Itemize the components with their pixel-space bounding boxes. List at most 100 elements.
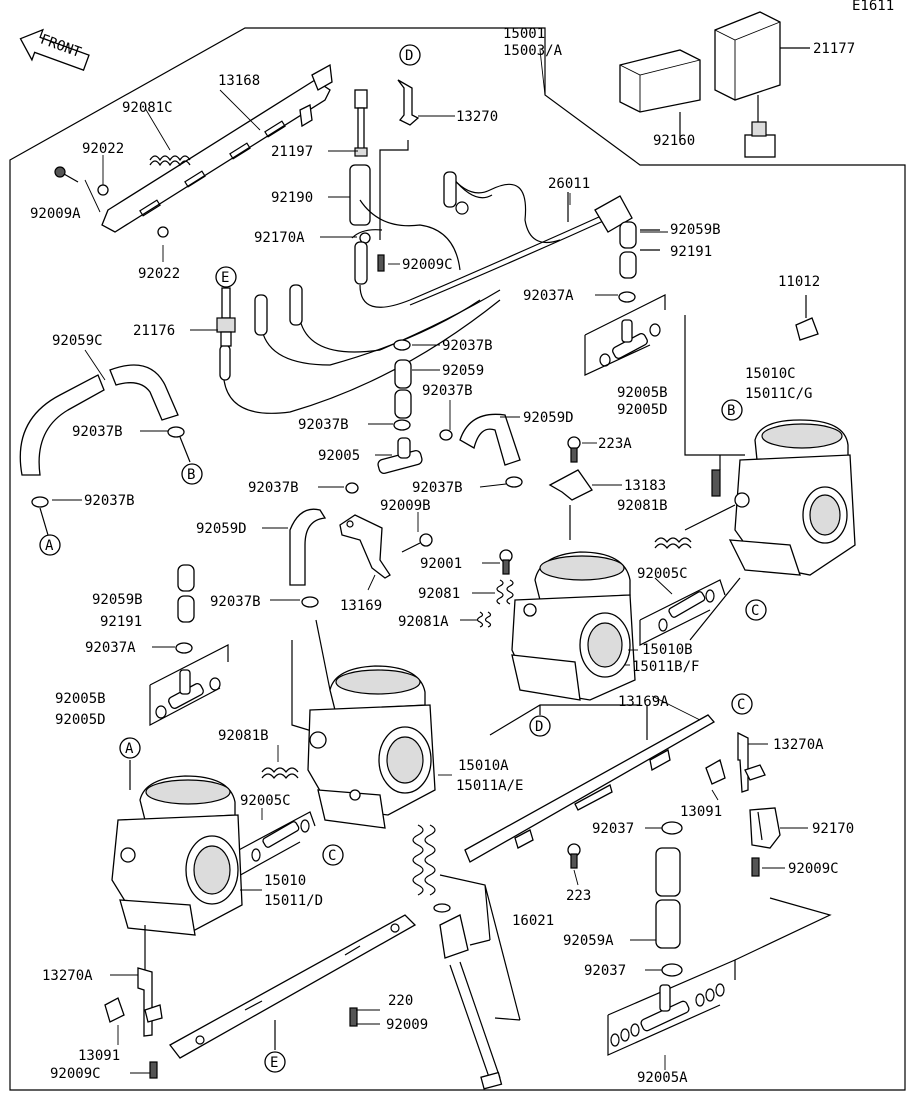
label-15010B: 15010B <box>642 642 693 658</box>
diagram-id: E1611 <box>852 0 894 14</box>
label-15011AE: 15011A/E <box>456 778 523 794</box>
hose-92190 <box>349 164 371 226</box>
bracket-13270A-left <box>137 967 163 1037</box>
clip-92170 <box>749 807 781 849</box>
label-92037B-left: 92037B <box>72 424 123 440</box>
tee-92005B-right <box>599 319 661 367</box>
label-15010C: 15010C <box>745 366 796 382</box>
bracket-13270 <box>397 79 420 126</box>
label-92081B-left: 92081B <box>218 728 269 744</box>
label-92037B-left2: 92037B <box>84 493 135 509</box>
label-92081: 92081 <box>418 586 460 602</box>
label-92081C: 92081C <box>122 100 173 116</box>
label-92009: 92009 <box>386 1017 428 1033</box>
label-92160: 92160 <box>653 133 695 149</box>
screw-92009C-left <box>149 1061 158 1079</box>
screw-92009C-top <box>377 254 385 272</box>
carburetor-15010B <box>511 551 636 701</box>
label-92009B: 92009B <box>380 498 431 514</box>
carburetor-15010C <box>711 419 856 576</box>
valve-21197 <box>354 89 368 157</box>
label-92009A: 92009A <box>30 206 81 222</box>
svg-text:C: C <box>751 603 759 619</box>
assembly-outline <box>9 27 906 1091</box>
cap-11012 <box>795 317 819 341</box>
spring-92081B-left <box>261 767 299 779</box>
label-92005C-left: 92005C <box>240 793 291 809</box>
label-92037A-right: 92037A <box>523 288 574 304</box>
clip-92170A <box>351 229 383 239</box>
label-92005: 92005 <box>318 448 360 464</box>
label-92037B-3: 92037B <box>298 417 349 433</box>
clamp-92037B-4 <box>505 476 523 488</box>
hose-92191-left <box>177 595 195 623</box>
label-21197: 21197 <box>271 144 313 160</box>
tee-92005B-left <box>155 669 221 719</box>
screw-92009A <box>54 166 79 183</box>
callout-E-top: E <box>215 266 237 288</box>
svg-text:C: C <box>737 697 745 713</box>
hose-92059 <box>394 359 412 389</box>
hose-92191-right <box>619 251 637 279</box>
label-13270A-right: 13270A <box>773 737 824 753</box>
callout-C-left: C <box>322 844 344 866</box>
svg-text:E: E <box>270 1055 278 1071</box>
label-15003A: 15003/A <box>503 43 563 59</box>
harness-26011 <box>219 171 633 414</box>
washer-92022b <box>157 226 169 238</box>
clamp-92037B-3 <box>439 429 453 441</box>
label-92059C: 92059C <box>52 333 103 349</box>
clamp-92037B-left2 <box>31 496 49 508</box>
label-92009C-left: 92009C <box>50 1066 101 1082</box>
label-92059A: 92059A <box>563 933 614 949</box>
label-92037A-left: 92037A <box>85 640 136 656</box>
callout-C-right: C <box>745 599 767 621</box>
label-92191-left: 92191 <box>100 614 142 630</box>
screw-92009C-right <box>751 857 760 877</box>
clamp-92037B-5 <box>345 482 359 494</box>
bracket-13169 <box>339 514 391 579</box>
label-92009C-right: 92009C <box>788 861 839 877</box>
connector-92005C-left <box>251 819 310 862</box>
hose-92059A <box>655 847 681 897</box>
svg-text:A: A <box>45 538 54 554</box>
label-92022b: 92022 <box>138 266 180 282</box>
label-92005D-right: 92005D <box>617 402 668 418</box>
label-92037B-6: 92037B <box>210 594 261 610</box>
holder-16021 <box>439 914 469 959</box>
hose-92059-b <box>394 389 412 419</box>
label-92170A: 92170A <box>254 230 305 246</box>
spring-92081C <box>149 155 191 167</box>
clip-13091-right <box>705 759 726 785</box>
label-223: 223 <box>566 888 591 904</box>
washer-16021 <box>433 903 451 913</box>
bracket-13168 <box>101 63 333 233</box>
clamp-92037B-2 <box>393 419 411 431</box>
svg-text:A: A <box>125 741 134 757</box>
clip-13091-left <box>104 997 125 1023</box>
callout-C-mid: C <box>731 693 753 715</box>
callout-A-left: A <box>39 534 61 556</box>
label-92009C-top: 92009C <box>402 257 453 273</box>
label-21176: 21176 <box>133 323 175 339</box>
svg-text:B: B <box>727 403 735 419</box>
label-92037-1: 92037 <box>592 821 634 837</box>
carburetor-15010A <box>307 665 436 829</box>
washer-92022a <box>97 184 109 196</box>
label-15011BF: 15011B/F <box>632 659 699 675</box>
label-92001: 92001 <box>420 556 462 572</box>
label-13270A-left: 13270A <box>42 968 93 984</box>
hose-92059B-left <box>177 564 195 592</box>
hose-92059B-right <box>619 221 637 249</box>
hose-92059D-right <box>459 413 521 466</box>
tee-fitting-92005 <box>377 437 423 474</box>
label-92059B-left: 92059B <box>92 592 143 608</box>
svg-text:C: C <box>328 848 336 864</box>
label-223A: 223A <box>598 436 632 452</box>
spring-92081 <box>496 579 514 605</box>
label-92005A: 92005A <box>637 1070 688 1086</box>
label-92005D-left: 92005D <box>55 712 106 728</box>
clamp-92037B-left <box>167 426 185 438</box>
bracket-13270A-right <box>737 731 766 793</box>
